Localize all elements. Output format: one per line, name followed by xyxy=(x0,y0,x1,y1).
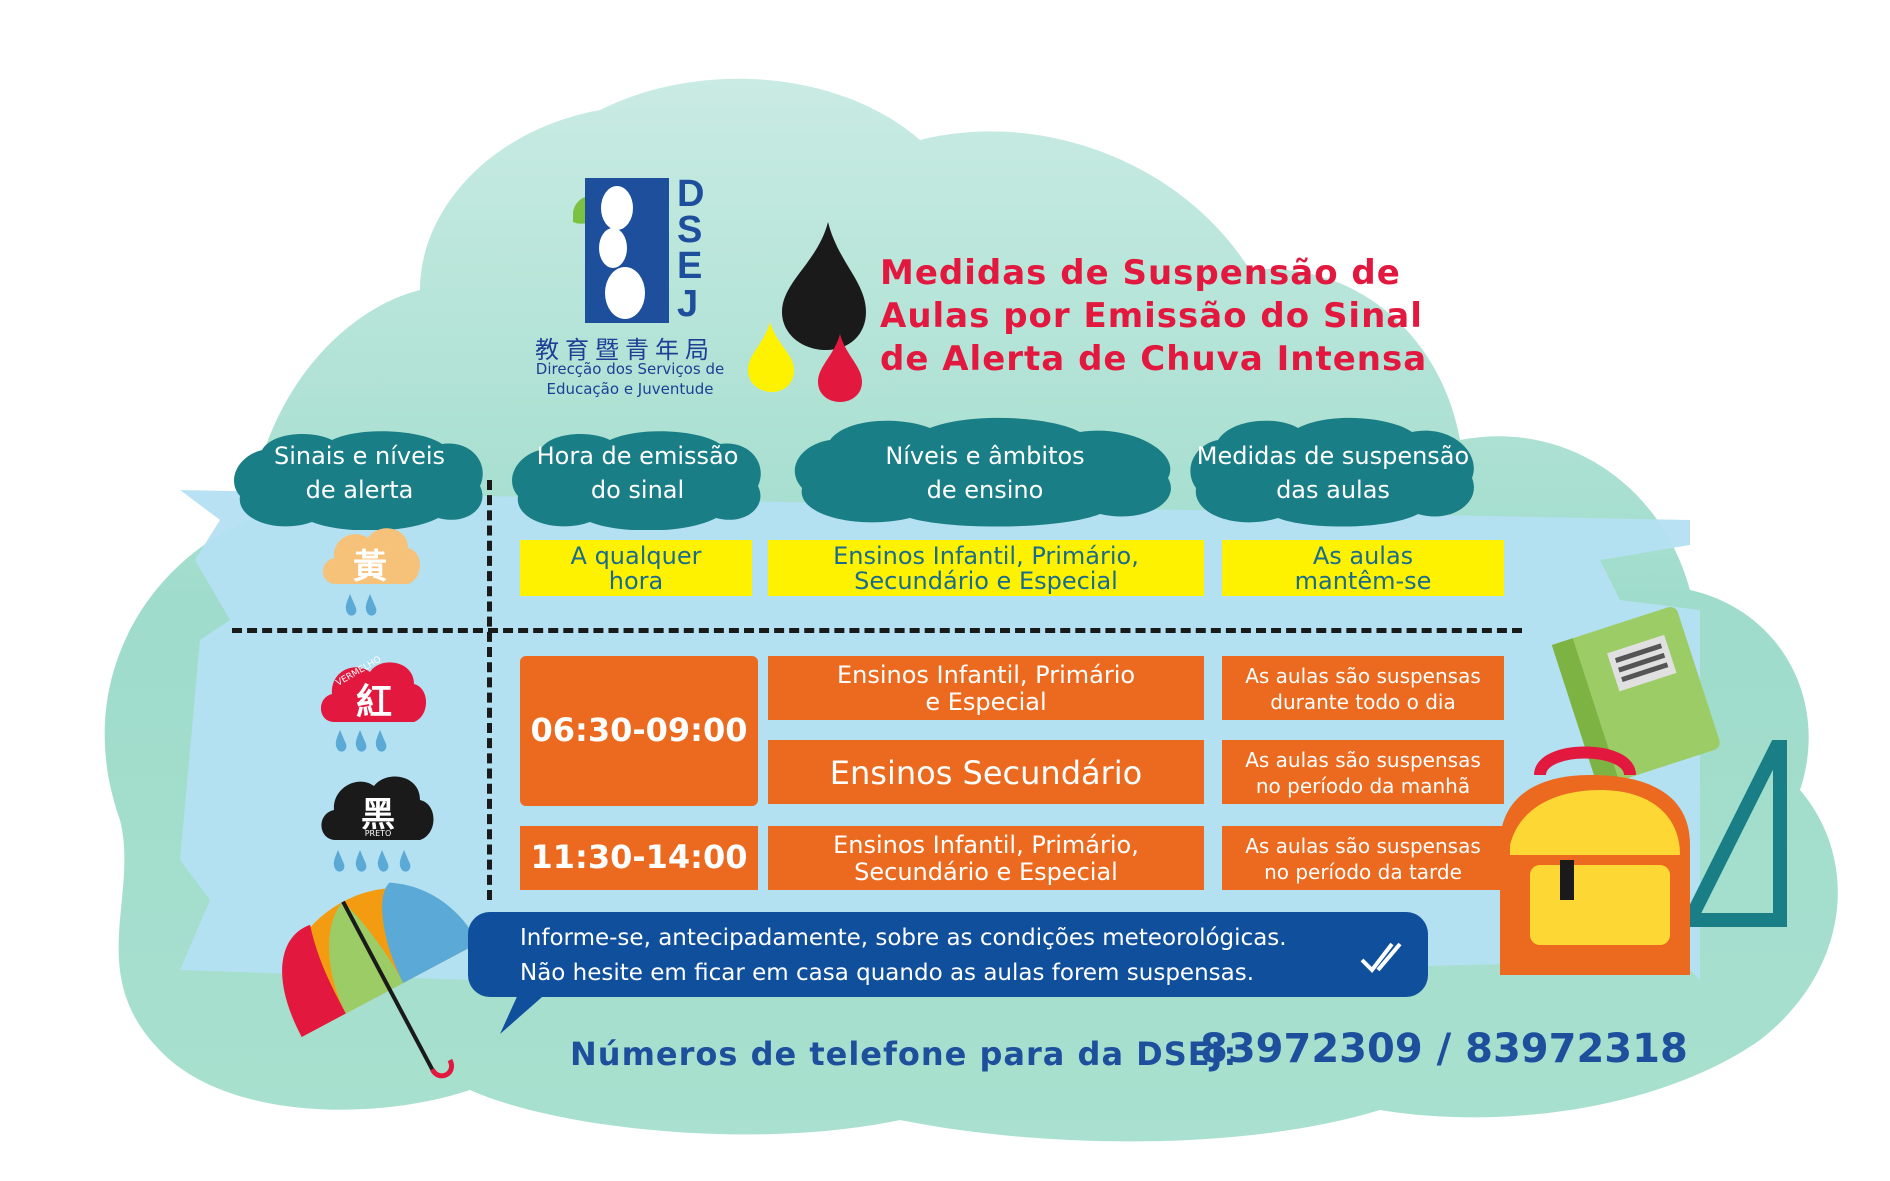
notice-bubble-tail xyxy=(500,990,550,1034)
svg-text:J: J xyxy=(677,283,698,325)
svg-text:S: S xyxy=(677,209,702,251)
black-signal-char: 黑 xyxy=(361,795,395,835)
afternoon-time-value: 11:30-14:00 xyxy=(530,838,748,876)
morning-levels-a-cell: Ensinos Infantil, Primário e Especial xyxy=(768,656,1204,720)
header-time-line1: Hora de emissão xyxy=(536,442,739,470)
title-line3: de Alerta de Chuva Intensa xyxy=(880,339,1428,379)
header-bubble-signals xyxy=(234,431,483,530)
dsej-logo: D S E J xyxy=(573,178,704,325)
morning-measure-b-line2: no período da manhã xyxy=(1255,774,1471,798)
yellow-signal-char: 黃 xyxy=(353,547,387,587)
svg-text:D: D xyxy=(677,178,704,215)
morning-measure-a-line2: durante todo o dia xyxy=(1270,690,1456,714)
morning-time-cell: 06:30-09:00 xyxy=(520,656,758,806)
header-bubble-time xyxy=(512,431,761,530)
yellow-time-line2: hora xyxy=(608,567,664,595)
page-title: Medidas de Suspensão de Aulas por Emissã… xyxy=(880,252,1440,381)
afternoon-levels-cell: Ensinos Infantil, Primário, Secundário e… xyxy=(768,826,1204,890)
morning-levels-a-line1: Ensinos Infantil, Primário xyxy=(836,661,1136,689)
backpack-icon xyxy=(1500,746,1690,975)
row-divider xyxy=(232,628,1522,633)
header-bubble-measures xyxy=(1190,417,1474,527)
yellow-measure-line2: mantêm-se xyxy=(1294,567,1432,595)
title-line2: Aulas por Emissão do Sinal xyxy=(880,296,1423,336)
header-time: Hora de emissão do sinal xyxy=(510,440,765,510)
afternoon-measure-line1: As aulas são suspensas xyxy=(1245,834,1481,858)
notice-bubble xyxy=(468,912,1428,997)
yellow-levels-cell: Ensinos Infantil, Primário, Secundário e… xyxy=(768,540,1204,596)
raindrops-icon xyxy=(748,222,866,402)
header-signals-line1: Sinais e níveis xyxy=(273,442,446,470)
morning-measure-b-line1: As aulas são suspensas xyxy=(1245,748,1481,772)
header-time-line2: do sinal xyxy=(590,476,685,504)
afternoon-measure-line2: no período da tarde xyxy=(1264,860,1462,884)
svg-text:E: E xyxy=(677,245,702,287)
header-levels-line1: Níveis e âmbitos xyxy=(885,442,1085,470)
yellow-signal-cloud-icon: 黃 xyxy=(322,528,420,616)
afternoon-levels-line2: Secundário e Especial xyxy=(854,858,1118,886)
header-levels-line2: de ensino xyxy=(926,476,1044,504)
black-signal-cloud-icon: 黑 PRETO xyxy=(321,776,434,872)
header-bubble-levels xyxy=(794,417,1171,527)
yellow-levels-line1: Ensinos Infantil, Primário, xyxy=(833,542,1139,570)
logo-chinese-name: 教育暨青年局 xyxy=(535,336,715,364)
red-signal-char: 紅 xyxy=(356,682,392,723)
morning-levels-b-cell: Ensinos Secundário xyxy=(768,740,1204,804)
morning-measure-a-cell: As aulas são suspensas durante todo o di… xyxy=(1222,656,1504,720)
morning-time-value: 06:30-09:00 xyxy=(530,711,748,749)
logo-portuguese-name-line2: Educação e Juventude xyxy=(546,380,714,398)
afternoon-measure-cell: As aulas são suspensas no período da tar… xyxy=(1222,826,1504,890)
header-measures-line1: Medidas de suspensão xyxy=(1196,442,1470,470)
notice-line2: Não hesite em ficar em casa quando as au… xyxy=(520,960,1255,986)
yellow-time-cell: A qualquer hora xyxy=(520,540,752,596)
afternoon-time-cell: 11:30-14:00 xyxy=(520,826,758,890)
yellow-measure-line1: As aulas xyxy=(1312,542,1414,570)
umbrella-icon xyxy=(282,882,479,1079)
double-check-icon xyxy=(1360,942,1402,974)
phone-label: Números de telefone para da DSEJ: xyxy=(570,1035,1238,1073)
red-signal-cloud-icon: VERMELHO 紅 xyxy=(320,656,426,752)
afternoon-levels-line1: Ensinos Infantil, Primário, xyxy=(833,831,1139,859)
yellow-levels-line2: Secundário e Especial xyxy=(854,567,1118,595)
header-measures-line2: das aulas xyxy=(1276,476,1390,504)
morning-levels-b-value: Ensinos Secundário xyxy=(829,754,1143,792)
yellow-measure-cell: As aulas mantêm-se xyxy=(1222,540,1504,596)
ruler-triangle-icon xyxy=(1680,740,1787,927)
logo-portuguese-name-line1: Direcção dos Serviços de xyxy=(535,360,725,378)
morning-measure-b-cell: As aulas são suspensas no período da man… xyxy=(1222,740,1504,804)
title-line1: Medidas de Suspensão de xyxy=(880,253,1401,293)
header-signals-line2: de alerta xyxy=(305,476,414,504)
header-levels: Níveis e âmbitos de ensino xyxy=(790,440,1180,510)
notice-line1: Informe-se, antecipadamente, sobre as co… xyxy=(520,925,1287,951)
column-divider xyxy=(487,480,492,900)
yellow-time-line1: A qualquer xyxy=(570,542,702,570)
morning-levels-a-line2: e Especial xyxy=(925,688,1047,716)
morning-measure-a-line1: As aulas são suspensas xyxy=(1245,664,1481,688)
notice-text: Informe-se, antecipadamente, sobre as co… xyxy=(520,921,1287,991)
header-measures: Medidas de suspensão das aulas xyxy=(1188,440,1478,510)
phone-numbers[interactable]: 83972309 / 83972318 xyxy=(1200,1026,1688,1072)
black-signal-small-label: PRETO xyxy=(365,829,392,838)
header-signals: Sinais e níveis de alerta xyxy=(232,440,487,510)
